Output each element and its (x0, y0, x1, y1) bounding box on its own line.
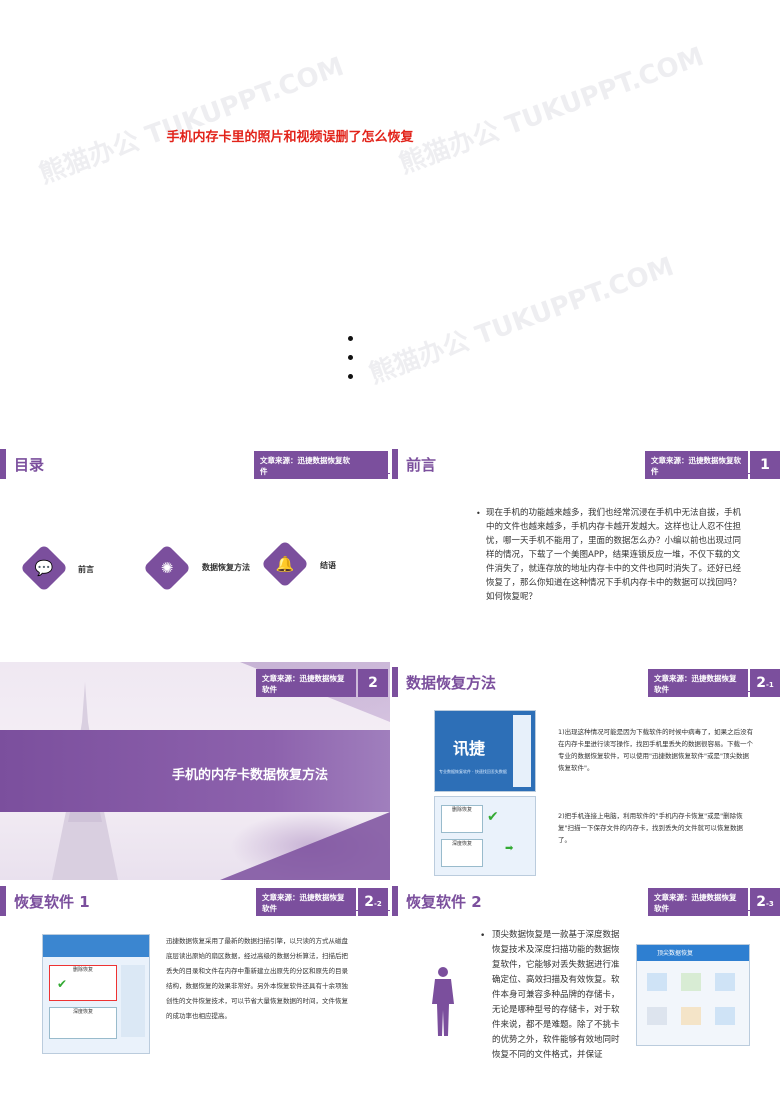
preface-title: 前言 (406, 456, 437, 474)
section-title: 手机的内存卡数据恢复方法 (172, 768, 329, 783)
title-slide: 熊猫办公 TUKUPPT.COM 熊猫办公 TUKUPPT.COM 熊猫办公 T… (0, 0, 780, 440)
preface-slide: 前言 文章来源：迅捷数据恢复软件 1 • 现在手机的功能越来越多，我们也经常沉浸… (392, 444, 780, 659)
header-bar (0, 449, 6, 479)
slide-number: 2 (756, 894, 766, 910)
method-para-1: 1)出现这种情况可能是因为下载软件的时候中病毒了，如果之后没有在内存卡里进行读写… (558, 728, 754, 772)
title-band (0, 730, 390, 812)
toc-item-preface[interactable]: 前言 (78, 565, 94, 574)
app-screenshot-1: 讯捷 专业数据恢复软件 · 快速找回丢失数据 (434, 710, 536, 792)
deep-recover-button: 深度恢复 (49, 1007, 117, 1039)
slide-subnumber: -2 (373, 900, 382, 908)
header-bar (392, 449, 398, 479)
check-icon: ✔ (57, 977, 68, 991)
preface-text: 现在手机的功能越来越多，我们也经常沉浸在手机中无法自拔，手机中的文件也越来越多，… (486, 508, 742, 602)
feature-tile (647, 973, 667, 991)
side-panel (121, 965, 145, 1037)
bullet-dot (348, 355, 353, 360)
app-title: 顶尖数据恢复 (657, 950, 694, 957)
source-badge: 文章来源：迅捷数据恢复软件 (256, 888, 356, 916)
feature-tile (681, 973, 701, 991)
source-badge: 文章来源：迅捷数据恢复软件 (256, 669, 356, 697)
slide-number: 2 (756, 675, 766, 691)
feature-tile (647, 1007, 667, 1025)
deep-recover-button: 深度恢复 (441, 839, 483, 867)
delete-recover-button: 删除恢复 (441, 805, 483, 833)
method-para-2: 2)把手机连接上电脑，利用软件的"手机内存卡恢复"或是"删除恢复"扫描一下保存文… (558, 812, 743, 844)
software2-title: 恢复软件 2 (406, 893, 482, 911)
section-slide: 手机的内存卡数据恢复方法 文章来源：迅捷数据恢复软件 2 (0, 662, 390, 880)
app-screenshot: 顶尖数据恢复 (636, 944, 750, 1046)
toc-title: 目录 (14, 456, 45, 474)
method-title: 数据恢复方法 (406, 674, 497, 692)
source-badge: 文章来源：迅捷数据恢复软件 (645, 451, 748, 479)
slide-number: 2 (364, 894, 374, 910)
header-bar (392, 886, 398, 916)
header-bar (0, 886, 6, 916)
feature-tile (715, 973, 735, 991)
bulb-icon: ✺ (160, 559, 174, 577)
side-panel (513, 715, 531, 787)
method-slide: 数据恢复方法 文章来源：迅捷数据恢复软件 2-1 讯捷 专业数据恢复软件 · 快… (392, 662, 780, 880)
app-screenshot-2: 删除恢复 深度恢复 ✔ ➡ (434, 796, 536, 876)
software2-slide: 恢复软件 2 文章来源：迅捷数据恢复软件 2-3 • 顶尖数据恢复是一款基于深度… (392, 882, 780, 1102)
watermark: 熊猫办公 TUKUPPT.COM (35, 51, 348, 190)
check-icon: ✔ (487, 809, 499, 825)
software1-slide: 恢复软件 1 文章来源：迅捷数据恢复软件 2-2 删除恢复 ✔ 深度恢复 迅捷数… (0, 882, 390, 1102)
person-silhouette (430, 966, 456, 1036)
number-box: 2-2 (358, 888, 388, 916)
app-caption: 专业数据恢复软件 · 快速找回丢失数据 (439, 769, 507, 774)
app-logo: 讯捷 (453, 739, 486, 758)
arrow-icon: ➡ (505, 843, 514, 854)
number-box: 1 (750, 451, 780, 479)
feature-tile (715, 1007, 735, 1025)
bullet-dot (348, 336, 353, 341)
source-badge: 文章来源：迅捷数据恢复软件 (648, 669, 748, 697)
slide-subnumber: -1 (765, 681, 774, 689)
bullet-dot: • (480, 931, 486, 941)
watermark: 熊猫办公 TUKUPPT.COM (395, 41, 708, 180)
source-badge: 文章来源：迅捷数据恢复软件 (254, 451, 360, 479)
number-box (360, 451, 388, 479)
header-bar (392, 667, 398, 697)
source-badge: 文章来源：迅捷数据恢复软件 (648, 888, 748, 916)
slide-subnumber: -3 (765, 900, 774, 908)
chat-icon: 💬 (34, 559, 54, 577)
bullet-dot (348, 374, 353, 379)
number-box: 2-3 (750, 888, 780, 916)
toc-slide: 目录 文章来源：迅捷数据恢复软件 💬 前言 ✺ 数据恢复方法 🔔 结语 (0, 444, 390, 659)
toc-item-conclusion[interactable]: 结语 (320, 561, 336, 570)
page-title: 手机内存卡里的照片和视频误删了怎么恢复 (166, 130, 414, 145)
software1-title: 恢复软件 1 (14, 893, 90, 911)
toc-item-method[interactable]: 数据恢复方法 (202, 563, 250, 572)
delete-recover-button: 删除恢复 (49, 965, 117, 1001)
watermark: 熊猫办公 TUKUPPT.COM (365, 251, 678, 390)
app-header (43, 935, 149, 957)
bullet-dot: • (476, 509, 481, 518)
software1-text: 迅捷数据恢复采用了最新的数据扫描引擎，以只读的方式从磁盘底层读出原始的扇区数据，… (166, 937, 348, 1020)
app-header (637, 945, 749, 961)
feature-tile (681, 1007, 701, 1025)
app-screenshot: 删除恢复 ✔ 深度恢复 (42, 934, 150, 1054)
software2-text: 顶尖数据恢复是一款基于深度数据恢复技术及深度扫描功能的数据恢复软件，它能够对丢失… (492, 930, 620, 1060)
number-box: 2-1 (750, 669, 780, 697)
bell-icon: 🔔 (275, 555, 295, 573)
number-box: 2 (358, 669, 388, 697)
